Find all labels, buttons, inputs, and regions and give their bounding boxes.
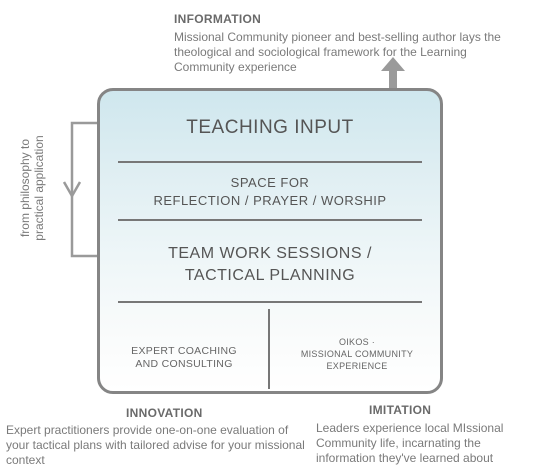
oikos-label-line3: EXPERIENCE bbox=[326, 361, 388, 371]
divider bbox=[118, 219, 422, 221]
oikos-label-line1: OIKOS · bbox=[338, 337, 376, 347]
innovation-heading: INNOVATION bbox=[126, 406, 203, 420]
expert-coaching-label-line1: EXPERT COACHING bbox=[131, 345, 237, 357]
reflection-label-line1: SPACE FOR bbox=[230, 175, 310, 190]
teaching-input-label: TEACHING INPUT bbox=[186, 117, 354, 138]
information-description: Missional Community pioneer and best-sel… bbox=[174, 30, 501, 74]
up-arrow-icon bbox=[381, 57, 405, 93]
imitation-heading: IMITATION bbox=[369, 403, 432, 417]
team-work-label-line2: TACTICAL PLANNING bbox=[184, 267, 356, 284]
expert-coaching-label-line2: AND CONSULTING bbox=[135, 358, 233, 370]
oikos-label-line2: MISSIONAL COMMUNITY bbox=[300, 349, 414, 359]
side-label-line1: from philosophy to bbox=[18, 138, 32, 238]
learning-community-framework: TEACHING INPUT SPACE FOR REFLECTION / PR… bbox=[97, 88, 443, 394]
bracket-arrow-icon bbox=[62, 121, 98, 258]
vertical-divider bbox=[268, 309, 270, 389]
information-heading: INFORMATION bbox=[174, 12, 262, 26]
innovation-description: Expert practitioners provide one-on-one … bbox=[6, 423, 305, 467]
divider bbox=[118, 301, 422, 303]
team-work-label-line1: TEAM WORK SESSIONS / bbox=[168, 245, 372, 262]
divider bbox=[118, 161, 422, 163]
imitation-description: Leaders experience local MIssional Commu… bbox=[316, 421, 504, 465]
reflection-label-line2: REFLECTION / PRAYER / WORSHIP bbox=[153, 193, 387, 208]
side-label-line2: practical application bbox=[32, 135, 46, 241]
philosophy-to-practice-label: from philosophy to practical application bbox=[18, 118, 46, 258]
